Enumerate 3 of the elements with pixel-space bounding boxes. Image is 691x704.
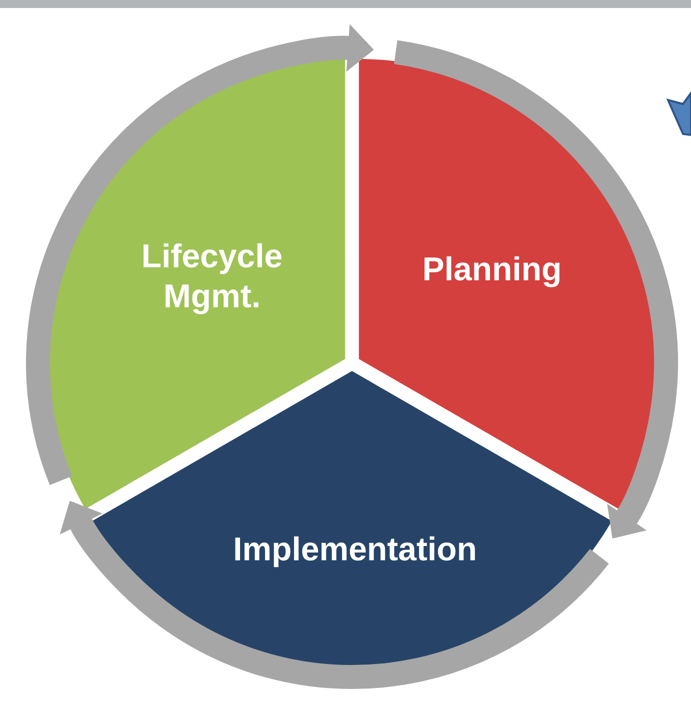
sector: Lifecycle Mgmt. (45, 59, 346, 509)
sector: Planning (358, 59, 659, 509)
sector: Implementation (92, 371, 612, 672)
